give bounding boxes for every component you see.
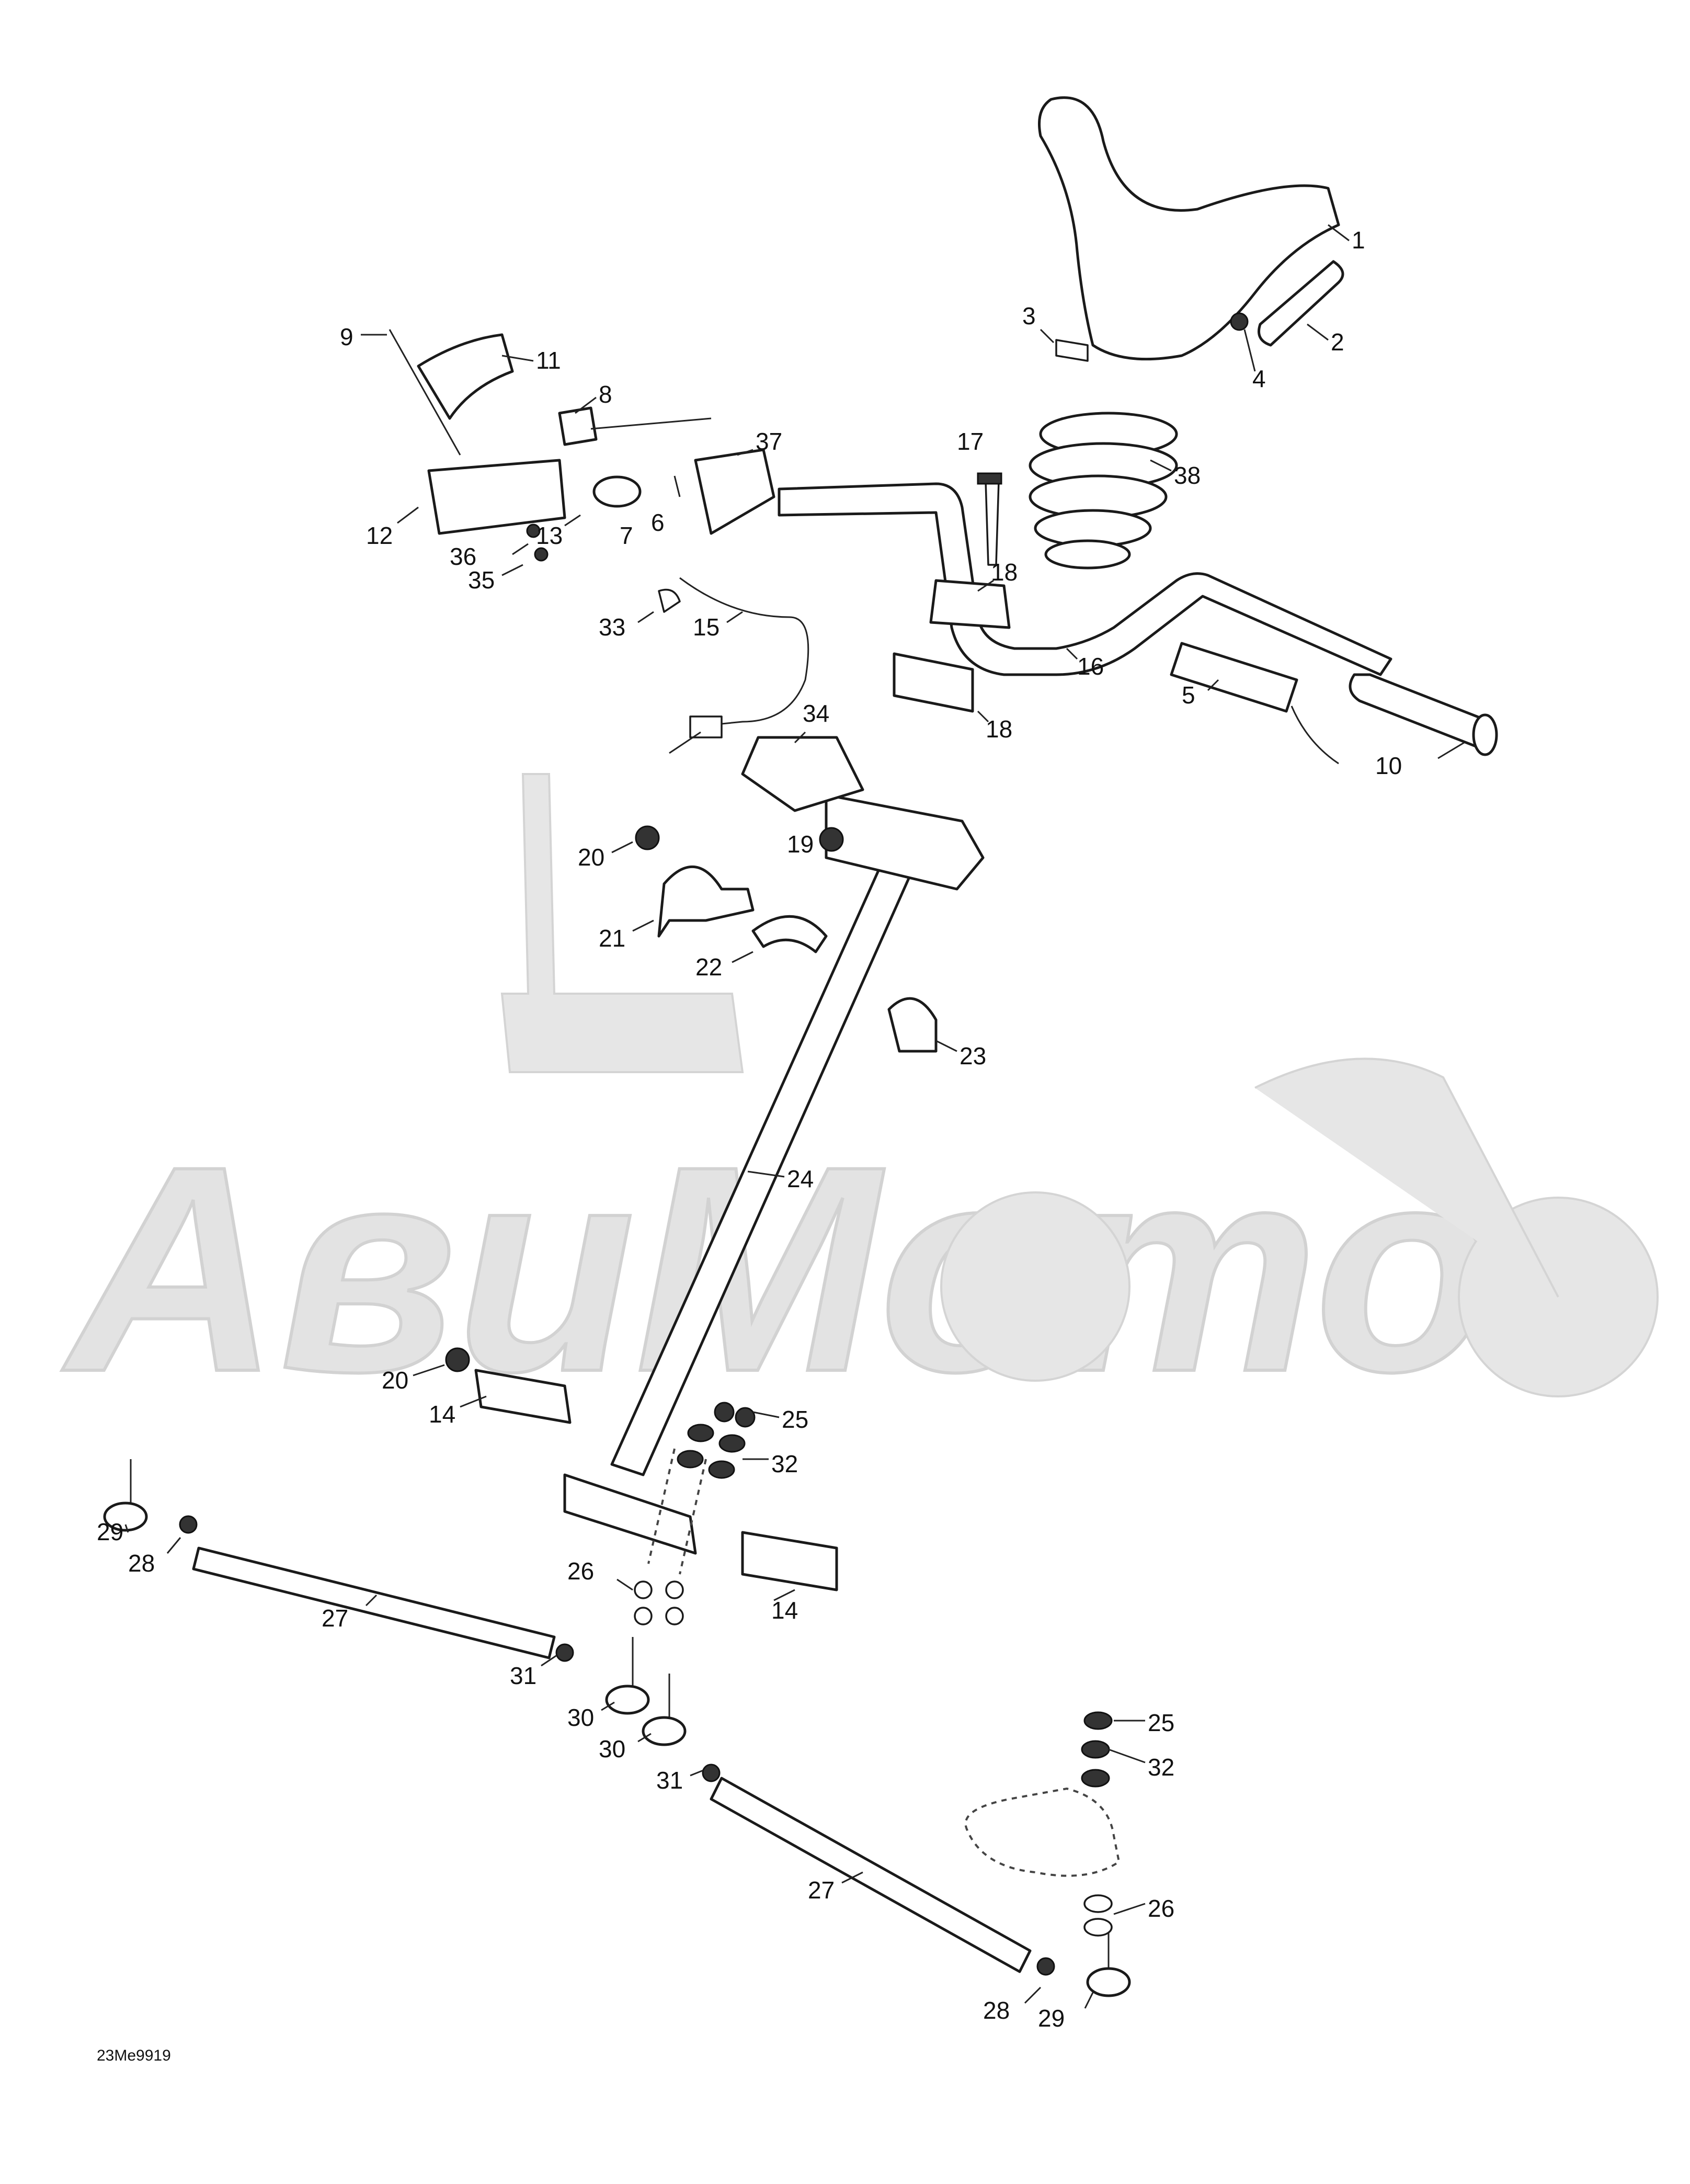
upper-clamp <box>929 579 1011 629</box>
callout-25b: 25 <box>1148 1709 1174 1736</box>
bellows-boot <box>1029 412 1178 570</box>
callout-6: 6 <box>651 509 665 536</box>
reference-arm <box>964 1787 1121 1877</box>
tie-rod-left <box>192 1546 556 1659</box>
watermark: АвиМото <box>58 773 1659 1434</box>
callout-10: 10 <box>1375 752 1402 779</box>
spacer <box>592 475 642 508</box>
callout-11: 11 <box>536 347 561 374</box>
brake-lever <box>694 448 775 535</box>
screw <box>1055 339 1089 362</box>
callout-32a: 32 <box>771 1450 798 1477</box>
column-plate-bottom <box>563 1473 697 1555</box>
diagram-code: 23Me9919 <box>97 2047 171 2064</box>
callout-14a: 14 <box>429 1401 455 1428</box>
callout-37: 37 <box>756 428 782 455</box>
cover-screw <box>389 329 461 456</box>
callout-25a: 25 <box>782 1406 808 1433</box>
heating-element <box>1170 642 1298 713</box>
callout-30a: 30 <box>567 1704 594 1731</box>
callout-29a: 29 <box>97 1518 123 1545</box>
bushing <box>887 997 938 1053</box>
center-ball-joints <box>605 1637 687 1746</box>
callout-27a: 27 <box>322 1605 348 1632</box>
column-plate-top <box>825 793 985 891</box>
column-support <box>657 865 755 938</box>
callout-16: 16 <box>1077 653 1104 680</box>
callout-3: 3 <box>1022 302 1036 329</box>
handlebar-bolt <box>985 480 1000 566</box>
callout-38: 38 <box>1174 462 1201 489</box>
nut <box>1230 312 1249 331</box>
ball-joint-right <box>1086 1925 1131 1997</box>
callout-22: 22 <box>695 953 722 981</box>
nut-20-upper <box>635 825 660 850</box>
heating-wire <box>1291 706 1339 765</box>
callout-13: 13 <box>536 522 563 549</box>
lower-support-left <box>474 1369 572 1424</box>
callout-33: 33 <box>599 613 625 641</box>
callout-4: 4 <box>1252 365 1266 392</box>
throttle-cable <box>679 577 809 728</box>
callout-34: 34 <box>803 700 829 727</box>
callout-20a: 20 <box>578 844 604 871</box>
callout-35: 35 <box>468 566 495 594</box>
callout-20b: 20 <box>382 1367 408 1394</box>
tie-rod-right <box>710 1777 1032 1973</box>
callout-7: 7 <box>620 522 633 549</box>
callout-5: 5 <box>1182 681 1195 709</box>
column-bracket <box>741 736 864 812</box>
callout-26b: 26 <box>1148 1895 1174 1922</box>
callout-31a: 31 <box>510 1662 536 1689</box>
callout-23: 23 <box>960 1042 986 1070</box>
callout-36: 36 <box>450 543 476 570</box>
callout-1: 1 <box>1352 226 1365 254</box>
callout-17: 17 <box>957 428 984 455</box>
connector <box>558 406 598 446</box>
callout-19: 19 <box>787 831 814 858</box>
windshield <box>1038 96 1340 361</box>
throttle-cover <box>417 333 514 420</box>
callout-28a: 28 <box>128 1550 155 1577</box>
callout-31b: 31 <box>656 1767 683 1794</box>
half-bushing <box>751 915 828 953</box>
callout-18b: 18 <box>986 715 1012 743</box>
callout-27b: 27 <box>808 1876 835 1904</box>
callout-29b: 29 <box>1038 2005 1065 2032</box>
callout-24: 24 <box>787 1165 814 1192</box>
callout-15: 15 <box>693 613 720 641</box>
callout-30b: 30 <box>599 1735 625 1762</box>
lower-support-right <box>741 1531 838 1591</box>
nut-19 <box>819 827 844 852</box>
callout-8: 8 <box>599 381 612 408</box>
callout-14b: 14 <box>771 1597 798 1624</box>
callout-26a: 26 <box>567 1557 594 1585</box>
grip <box>1349 673 1492 749</box>
reflector <box>1258 260 1344 347</box>
lower-clamp <box>893 652 974 713</box>
callout-labels: 1 2 3 4 5 6 7 8 9 10 11 12 13 14 14 15 1… <box>97 224 1465 2032</box>
ball-joint-left <box>103 1459 148 1532</box>
callout-2: 2 <box>1331 328 1344 356</box>
callout-18a: 18 <box>991 559 1018 586</box>
throttle-housing <box>427 459 566 535</box>
callout-32b: 32 <box>1148 1754 1174 1781</box>
callout-28b: 28 <box>983 1997 1010 2024</box>
nut-20-lower <box>445 1347 470 1372</box>
callout-21: 21 <box>599 925 625 952</box>
callout-9: 9 <box>340 323 353 350</box>
grip-end <box>1472 713 1498 756</box>
callout-12: 12 <box>366 522 393 549</box>
